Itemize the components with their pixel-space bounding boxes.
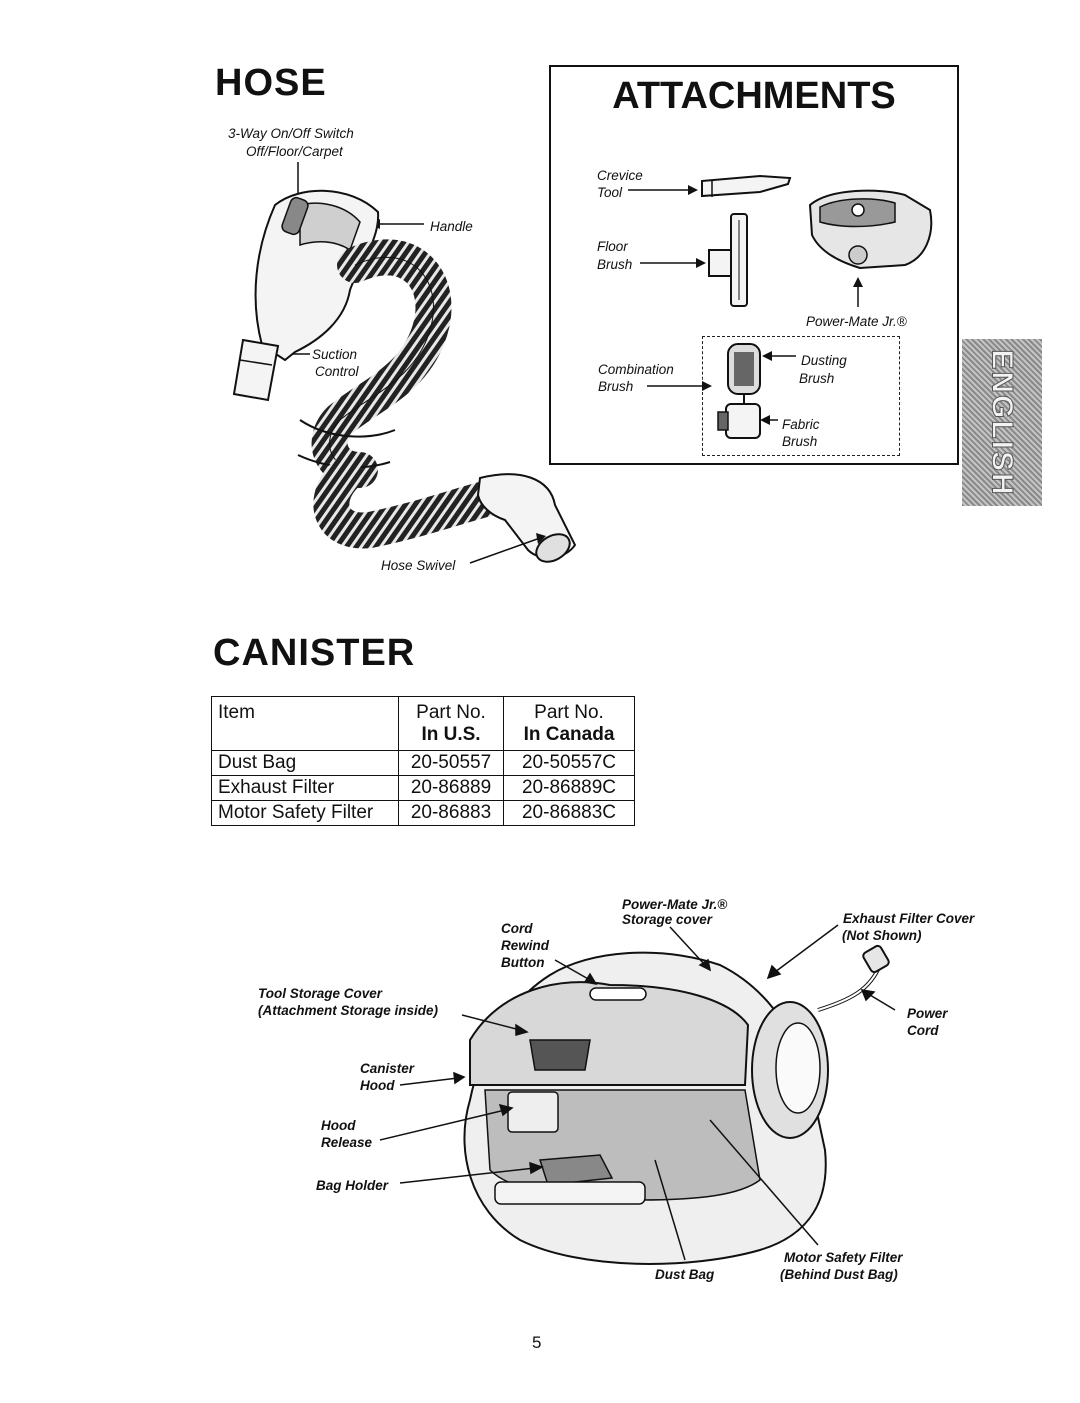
switch-label: 3-Way On/Off Switch	[228, 126, 354, 141]
tool-storage-label: Tool Storage Cover	[258, 986, 383, 1001]
parts-table-header: Item Part No. In U.S. Part No. In Canada	[211, 696, 635, 751]
hood-release-label: Hood	[321, 1118, 356, 1133]
dusting-label: Dusting	[801, 353, 847, 368]
cord-rewind-label-2: Rewind	[501, 938, 550, 953]
exhaust-cover-label: Exhaust Filter Cover	[843, 911, 975, 926]
crevice-label-2: Tool	[597, 185, 623, 200]
switch-label-modes: Off/Floor/Carpet	[246, 144, 343, 159]
row-item: Exhaust Filter	[211, 775, 399, 801]
tool-storage-label-2: (Attachment Storage inside)	[258, 1003, 439, 1018]
combination-label: Combination	[598, 362, 674, 377]
power-cord-label-2: Cord	[907, 1023, 939, 1038]
header-item: Item	[211, 696, 399, 751]
combination-label-2: Brush	[598, 379, 634, 394]
cord-rewind-label-3: Button	[501, 955, 545, 970]
bag-holder-label: Bag Holder	[316, 1178, 389, 1193]
row-part-canada: 20-86889C	[503, 775, 635, 801]
motor-filter-label: Motor Safety Filter	[784, 1250, 903, 1265]
attachments-box: ATTACHMENTS	[549, 65, 959, 465]
row-part-canada: 20-86883C	[503, 800, 635, 826]
powermate-label: Power-Mate Jr.®	[806, 314, 907, 329]
fabric-label: Fabric	[782, 417, 820, 432]
dusting-label-2: Brush	[799, 371, 835, 386]
table-row: Motor Safety Filter 20-86883 20-86883C	[211, 800, 635, 826]
cord-rewind-label: Cord	[501, 921, 533, 936]
suction-label: Suction	[312, 347, 358, 362]
dust-bag-label: Dust Bag	[655, 1267, 715, 1282]
page-number: 5	[532, 1333, 542, 1352]
fabric-label-2: Brush	[782, 434, 818, 449]
power-plug	[862, 944, 890, 974]
table-row: Dust Bag 20-50557 20-50557C	[211, 750, 635, 776]
exhaust-cover-label-2: (Not Shown)	[842, 928, 922, 943]
hose-title: HOSE	[215, 62, 327, 104]
motor-filter-label-2: (Behind Dust Bag)	[780, 1267, 898, 1282]
row-item: Dust Bag	[211, 750, 399, 776]
attachments-title: ATTACHMENTS	[612, 75, 896, 117]
row-item: Motor Safety Filter	[211, 800, 399, 826]
combination-brush-group	[702, 336, 900, 456]
suction-label-2: Control	[315, 364, 359, 379]
pm-storage-label-2: Storage cover	[622, 912, 713, 927]
canister-title: CANISTER	[213, 632, 416, 674]
crevice-tool	[701, 174, 792, 198]
english-side-tab: ENGLISH	[962, 339, 1042, 506]
power-cord-label: Power	[907, 1006, 948, 1021]
hood-release-label-2: Release	[321, 1135, 373, 1150]
header-part-canada: Part No. In Canada	[503, 696, 635, 751]
swivel-label: Hose Swivel	[381, 558, 456, 573]
crevice-label: Crevice	[597, 168, 643, 183]
row-part-us: 20-86883	[398, 800, 504, 826]
parts-table: Item Part No. In U.S. Part No. In Canada…	[211, 696, 635, 826]
canister-hood-label-2: Hood	[360, 1078, 395, 1093]
handle-label: Handle	[430, 219, 473, 234]
canister-hood-label: Canister	[360, 1061, 415, 1076]
floor-brush-label: Floor	[597, 239, 628, 254]
floor-brush-label-2: Brush	[597, 257, 633, 272]
row-part-canada: 20-50557C	[503, 750, 635, 776]
pm-storage-label: Power-Mate Jr.®	[622, 897, 728, 912]
